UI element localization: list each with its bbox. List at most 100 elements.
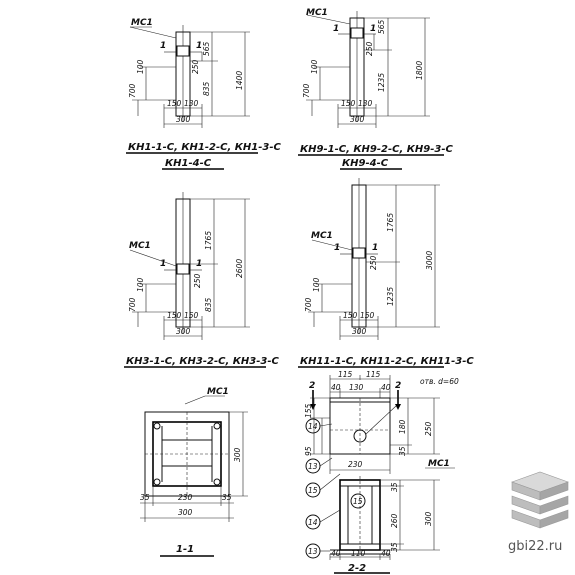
kn3-dim-700: 700	[128, 297, 137, 312]
kn3-dim-300: 300	[176, 327, 191, 336]
sec22-dim-35a: 35	[398, 446, 407, 456]
sec22-dim-35c: 35	[390, 542, 399, 552]
sec22-dim-130: 130	[349, 383, 364, 392]
kn1-dim-565: 565	[202, 41, 211, 56]
sec22-dim-180: 180	[398, 419, 407, 434]
sec22-pos-13b: 13	[308, 547, 318, 556]
sec22-dim-260: 260	[390, 513, 399, 528]
sec22-dim-250: 250	[424, 421, 433, 436]
sec22-mc1-label: МС1	[428, 459, 450, 469]
kn9-column-view	[306, 11, 430, 128]
section-1-1-dim-35b: 35	[222, 493, 232, 502]
kn3-dim-150: 150	[167, 311, 182, 320]
kn11-dim-300: 300	[352, 327, 367, 336]
kn1-caption-line1: КН1-1-С, КН1-2-С, КН1-3-С	[128, 142, 282, 153]
watermark-text: gbi22.ru	[508, 539, 562, 554]
kn1-dim-835: 835	[202, 81, 211, 96]
kn11-dim-100: 100	[312, 277, 321, 292]
kn9-dim-130: 130	[358, 99, 373, 108]
sec22-dim-40c: 40	[331, 549, 341, 558]
section-1-1-mc1-label: МС1	[207, 387, 229, 397]
sec22-dim-300: 300	[424, 511, 433, 526]
sec22-pos-15a: 15	[308, 486, 318, 495]
kn11-dim-700: 700	[304, 297, 313, 312]
kn1-mc1-label: МС1	[131, 18, 153, 28]
kn11-cut-right: 1	[372, 243, 378, 253]
sec22-dim-115a: 115	[338, 370, 353, 379]
kn3-dim-2600: 2600	[235, 259, 244, 278]
kn11-dim-1765: 1765	[386, 213, 395, 232]
section-1-1-dim-300v: 300	[233, 447, 242, 462]
kn1-dim-150: 150	[167, 99, 182, 108]
sec22-dim-40b: 40	[381, 383, 391, 392]
kn3-dim-835: 835	[204, 297, 213, 312]
section-1-1-dim-35a: 35	[140, 493, 150, 502]
kn11-dim-150b: 150	[360, 311, 375, 320]
kn9-dim-565: 565	[377, 19, 386, 34]
section-2-2-view	[305, 375, 455, 560]
kn11-dim-1235: 1235	[386, 287, 395, 306]
kn1-caption-line2: КН1-4-С	[165, 158, 212, 169]
sec22-dim-95: 95	[304, 446, 313, 456]
sec22-pos-14a: 14	[308, 422, 318, 431]
sec22-dim-40a: 40	[331, 383, 341, 392]
kn9-dim-150: 150	[341, 99, 356, 108]
section-1-1-dim-230: 230	[178, 493, 193, 502]
kn11-caption: КН11-1-С, КН11-2-С, КН11-3-С	[300, 356, 474, 367]
kn1-column-view	[129, 25, 250, 128]
kn1-dim-250: 250	[191, 59, 200, 74]
kn9-dim-250: 250	[365, 41, 374, 56]
kn3-dim-1765: 1765	[204, 231, 213, 250]
sec22-pos-14b: 14	[308, 518, 318, 527]
kn1-dim-100: 100	[136, 59, 145, 74]
sec22-dim-115b: 115	[366, 370, 381, 379]
sec22-pos-13a: 13	[308, 462, 318, 471]
kn1-dim-300: 300	[176, 115, 191, 124]
kn3-caption: КН3-1-С, КН3-2-С, КН3-3-С	[126, 356, 280, 367]
kn9-dim-700: 700	[302, 83, 311, 98]
section-2-2-cut-left: 2	[309, 381, 315, 391]
kn9-dim-100: 100	[310, 59, 319, 74]
kn11-mc1-label: МС1	[311, 231, 333, 241]
kn11-dim-150: 150	[343, 311, 358, 320]
section-1-1-dim-300h: 300	[178, 508, 193, 517]
section-2-2-cut-right: 2	[395, 381, 401, 391]
kn3-dim-150b: 150	[184, 311, 199, 320]
kn9-dim-1800: 1800	[415, 61, 424, 80]
logo-icon	[511, 471, 569, 529]
kn1-cut-right: 1	[196, 41, 202, 51]
section-2-2-title: 2-2	[348, 563, 366, 574]
kn3-cut-left: 1	[160, 259, 166, 269]
kn11-dim-250: 250	[369, 255, 378, 270]
kn3-dim-100: 100	[136, 277, 145, 292]
kn1-dim-1400: 1400	[235, 71, 244, 90]
kn3-cut-right: 1	[196, 259, 202, 269]
kn11-column-view	[308, 178, 440, 340]
sec22-dim-155: 155	[304, 403, 313, 418]
kn9-caption-line2: КН9-4-С	[342, 158, 389, 169]
sec22-dim-110: 110	[351, 549, 366, 558]
kn1-dim-130: 130	[184, 99, 199, 108]
sec22-pos-15b: 15	[353, 497, 363, 506]
kn9-mc1-label: МС1	[306, 8, 328, 18]
section-1-1-title: 1-1	[176, 544, 194, 555]
kn1-cut-left: 1	[160, 41, 166, 51]
section-1-1-view	[140, 395, 248, 522]
sec22-dim-230: 230	[348, 460, 363, 469]
kn9-dim-300: 300	[350, 115, 365, 124]
sec22-dim-40d: 40	[381, 549, 391, 558]
kn11-dim-3000: 3000	[425, 251, 434, 270]
kn3-column-view	[129, 192, 250, 340]
kn9-cut-left: 1	[333, 24, 339, 34]
kn9-caption-line1: КН9-1-С, КН9-2-С, КН9-3-С	[300, 144, 454, 155]
kn3-mc1-label: МС1	[129, 241, 151, 251]
kn1-dim-700: 700	[128, 83, 137, 98]
kn9-dim-1235: 1235	[377, 73, 386, 92]
sec22-dim-35b: 35	[390, 482, 399, 492]
sec22-hole-label: отв. d=60	[420, 377, 459, 386]
kn9-cut-right: 1	[370, 24, 376, 34]
kn3-dim-250: 250	[193, 273, 202, 288]
kn11-cut-left: 1	[334, 243, 340, 253]
